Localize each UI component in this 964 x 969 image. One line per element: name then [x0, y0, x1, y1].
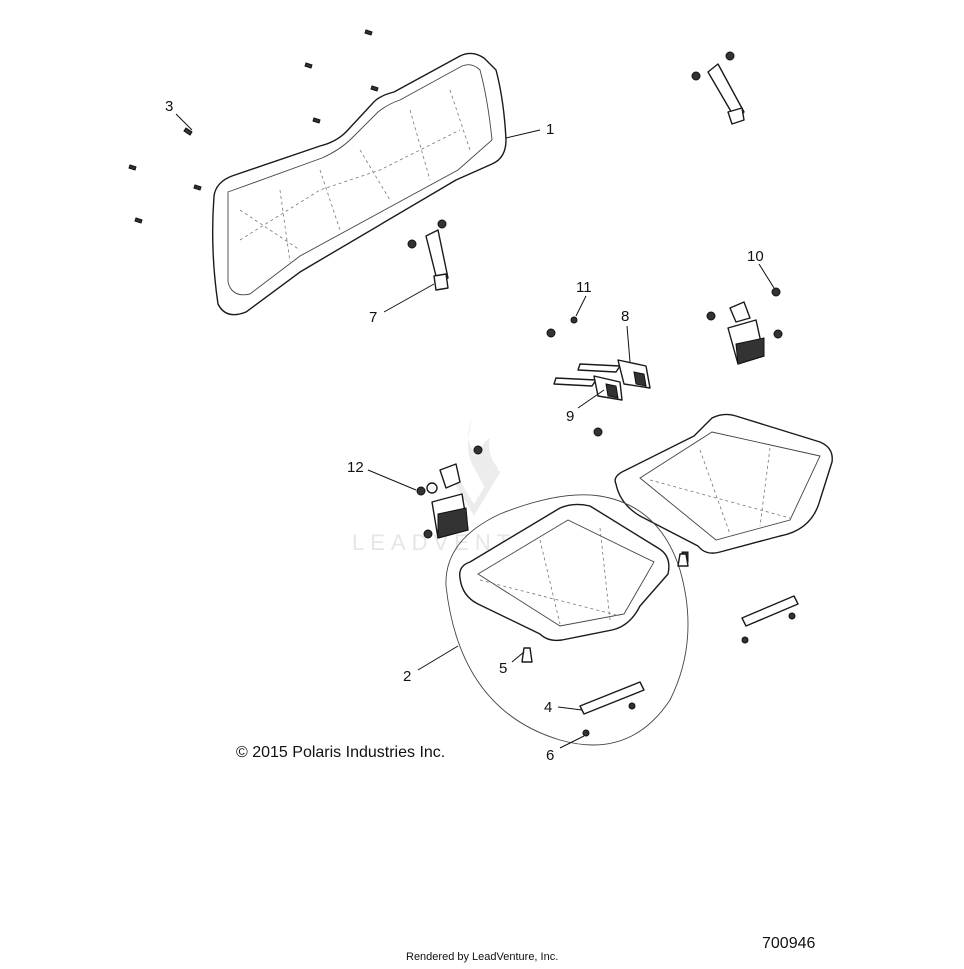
seat-belt-retractor-10	[706, 287, 783, 365]
seat-belt-retractor-12	[416, 445, 483, 539]
diagram-number: 700946	[762, 935, 815, 952]
callout-labels: 1 2 3 4 5 6 7 8 9 10 11 12	[165, 98, 764, 764]
callout-8: 8	[621, 308, 629, 325]
seat-belt-bracket-7	[407, 219, 449, 291]
callout-3: 3	[165, 98, 173, 115]
copyright-text: © 2015 Polaris Industries Inc.	[236, 744, 445, 761]
callout-4: 4	[544, 699, 552, 716]
callout-5: 5	[499, 660, 507, 677]
screw-set-3	[128, 29, 379, 224]
callout-7: 7	[369, 309, 377, 326]
seat-belt-buckles	[546, 316, 651, 437]
seat-backrest[interactable]	[211, 52, 507, 316]
callout-9: 9	[566, 408, 574, 425]
seat-cushion-right	[614, 413, 833, 563]
callout-1: 1	[546, 121, 554, 138]
callout-6: 6	[546, 747, 554, 764]
callout-12: 12	[347, 459, 364, 476]
rendered-by-footer: Rendered by LeadVenture, Inc.	[406, 951, 558, 963]
seat-belt-anchor-upper	[691, 51, 745, 125]
seat-cushion-left	[445, 494, 689, 746]
callout-10: 10	[747, 248, 764, 265]
callout-11: 11	[576, 279, 592, 296]
leader-lines	[175, 113, 775, 749]
mounting-brackets	[521, 553, 799, 737]
callout-2: 2	[403, 668, 411, 685]
